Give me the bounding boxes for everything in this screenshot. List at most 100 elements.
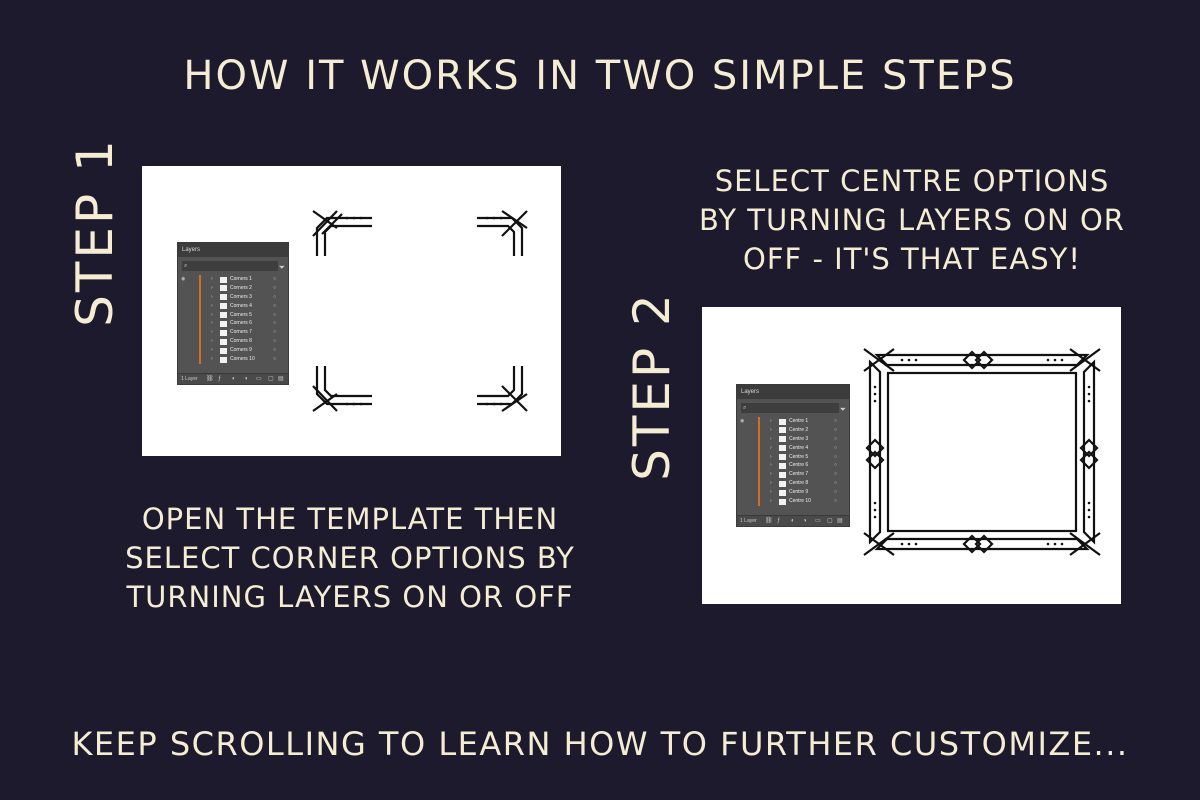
layer-row[interactable]: ›Corners 9○ <box>178 346 288 356</box>
visibility-circle-icon[interactable]: ○ <box>833 471 837 478</box>
mask-icon[interactable]: ◐ <box>791 518 795 524</box>
filter-icon[interactable]: ⏷ <box>278 263 285 272</box>
chevron-right-icon[interactable]: › <box>770 489 772 496</box>
layer-row[interactable]: ›Centre 6○ <box>737 461 849 471</box>
caption-line: OFF - IT'S THAT EASY! <box>743 242 1081 276</box>
layer-row[interactable]: ›Corners 8○ <box>178 337 288 347</box>
chevron-right-icon[interactable]: › <box>211 329 213 336</box>
mask-icon[interactable]: ◐ <box>232 376 236 382</box>
chevron-right-icon[interactable]: › <box>770 462 772 469</box>
layers-search-input[interactable]: ⌕ <box>182 261 278 271</box>
fx-icon[interactable]: ƒ <box>777 518 781 524</box>
chevron-right-icon[interactable]: › <box>211 320 213 327</box>
eye-icon[interactable]: ◉ <box>740 418 745 424</box>
trash-icon[interactable]: ▤ <box>278 376 284 382</box>
layer-row[interactable]: ›Centre 10○ <box>737 497 849 506</box>
visibility-circle-icon[interactable]: ○ <box>272 293 276 300</box>
link-icon[interactable]: ⛓ <box>206 376 214 382</box>
caption-line: SELECT CORNER OPTIONS BY <box>125 541 575 575</box>
visibility-circle-icon[interactable]: ○ <box>833 480 837 487</box>
chevron-right-icon[interactable]: › <box>770 453 772 460</box>
chevron-right-icon[interactable]: › <box>211 293 213 300</box>
filter-icon[interactable]: ⏷ <box>839 405 846 414</box>
eye-icon[interactable]: ◉ <box>181 276 186 282</box>
layer-thumbnail <box>220 347 227 354</box>
chevron-right-icon[interactable]: › <box>211 356 213 363</box>
layer-row[interactable]: ›Corners 10○ <box>178 355 288 364</box>
link-icon[interactable]: ⛓ <box>765 518 773 524</box>
layer-row[interactable]: ›Corners 3○ <box>178 292 288 302</box>
visibility-circle-icon[interactable]: ○ <box>272 284 276 291</box>
chevron-right-icon[interactable]: › <box>211 338 213 345</box>
visibility-circle-icon[interactable]: ○ <box>272 276 276 282</box>
visibility-circle-icon[interactable]: ○ <box>272 320 276 327</box>
visibility-circle-icon[interactable]: ○ <box>272 338 276 345</box>
visibility-circle-icon[interactable]: ○ <box>833 453 837 460</box>
caption-line: BY TURNING LAYERS ON OR <box>699 203 1125 237</box>
visibility-circle-icon[interactable]: ○ <box>833 462 837 469</box>
layer-row[interactable]: ›Centre 3○ <box>737 434 849 444</box>
visibility-circle-icon[interactable]: ○ <box>833 489 837 496</box>
layer-row[interactable]: ›Corners 2○ <box>178 283 288 293</box>
chevron-right-icon[interactable]: › <box>770 471 772 478</box>
layer-row[interactable]: ›Corners 7○ <box>178 328 288 338</box>
layer-row[interactable]: ›Corners 6○ <box>178 319 288 329</box>
layer-thumbnail <box>779 427 786 434</box>
layer-thumbnail <box>779 454 786 461</box>
caption-line: OPEN THE TEMPLATE THEN <box>141 502 559 536</box>
visibility-circle-icon[interactable]: ○ <box>272 329 276 336</box>
chevron-right-icon[interactable]: › <box>770 418 772 424</box>
visibility-circle-icon[interactable]: ○ <box>833 498 837 505</box>
scroll-prompt: KEEP SCROLLING TO LEARN HOW TO FURTHER C… <box>71 725 1129 763</box>
step-1-template-preview: Layers ⌕ ⏷ ◉›Corners 1○ ›Corners 2○ ›Cor… <box>142 166 561 456</box>
layer-row[interactable]: ◉›Centre 1○ <box>740 417 837 426</box>
visibility-circle-icon[interactable]: ○ <box>272 302 276 309</box>
layers-tab[interactable]: Layers <box>737 385 849 399</box>
visibility-circle-icon[interactable]: ○ <box>272 356 276 363</box>
layer-row[interactable]: ›Centre 7○ <box>737 470 849 480</box>
folder-icon[interactable]: ▭ <box>256 376 262 382</box>
chevron-right-icon[interactable]: › <box>770 480 772 487</box>
layer-thumbnail <box>220 303 227 310</box>
layer-row[interactable]: ›Corners 5○ <box>178 310 288 320</box>
layer-row[interactable]: ›Corners 4○ <box>178 301 288 311</box>
chevron-right-icon[interactable]: › <box>770 426 772 433</box>
search-icon: ⌕ <box>184 263 188 269</box>
visibility-circle-icon[interactable]: ○ <box>272 347 276 354</box>
layer-row[interactable]: ◉›Corners 1○ <box>181 275 276 284</box>
new-layer-icon[interactable]: ▢ <box>827 518 833 524</box>
layer-row[interactable]: ›Centre 9○ <box>737 488 849 498</box>
visibility-circle-icon[interactable]: ○ <box>272 311 276 318</box>
folder-icon[interactable]: ▭ <box>815 518 821 524</box>
layer-row[interactable]: ›Centre 8○ <box>737 479 849 489</box>
fx-icon[interactable]: ƒ <box>218 376 222 382</box>
layers-tab[interactable]: Layers <box>178 243 288 257</box>
visibility-circle-icon[interactable]: ○ <box>833 418 837 424</box>
chevron-right-icon[interactable]: › <box>211 276 213 282</box>
chevron-right-icon[interactable]: › <box>211 302 213 309</box>
step-1-layers-panel: Layers ⌕ ⏷ ◉›Corners 1○ ›Corners 2○ ›Cor… <box>177 242 289 385</box>
layer-row[interactable]: ›Centre 2○ <box>737 425 849 435</box>
visibility-circle-icon[interactable]: ○ <box>833 444 837 451</box>
adjustment-icon[interactable]: ◑ <box>803 518 807 524</box>
layer-row[interactable]: ›Centre 4○ <box>737 443 849 453</box>
layer-thumbnail <box>779 480 786 487</box>
trash-icon[interactable]: ▤ <box>837 518 843 524</box>
visibility-circle-icon[interactable]: ○ <box>833 426 837 433</box>
chevron-right-icon[interactable]: › <box>211 284 213 291</box>
layers-search-input[interactable]: ⌕ <box>741 403 839 413</box>
layer-row[interactable]: ›Centre 5○ <box>737 452 849 462</box>
step-2-template-preview: Layers ⌕ ⏷ ◉›Centre 1○ ›Centre 2○ ›Centr… <box>702 307 1121 604</box>
chevron-right-icon[interactable]: › <box>211 311 213 318</box>
search-icon: ⌕ <box>743 405 747 411</box>
chevron-right-icon[interactable]: › <box>211 347 213 354</box>
step-2-layer-list: ◉›Centre 1○ ›Centre 2○ ›Centre 3○ ›Centr… <box>737 417 849 506</box>
visibility-circle-icon[interactable]: ○ <box>833 435 837 442</box>
adjustment-icon[interactable]: ◑ <box>244 376 248 382</box>
chevron-right-icon[interactable]: › <box>770 435 772 442</box>
chevron-right-icon[interactable]: › <box>770 444 772 451</box>
chevron-right-icon[interactable]: › <box>770 498 772 505</box>
layer-thumbnail <box>220 320 227 327</box>
new-layer-icon[interactable]: ▢ <box>268 376 274 382</box>
step-1-layer-list: ◉›Corners 1○ ›Corners 2○ ›Corners 3○ ›Co… <box>178 275 288 364</box>
